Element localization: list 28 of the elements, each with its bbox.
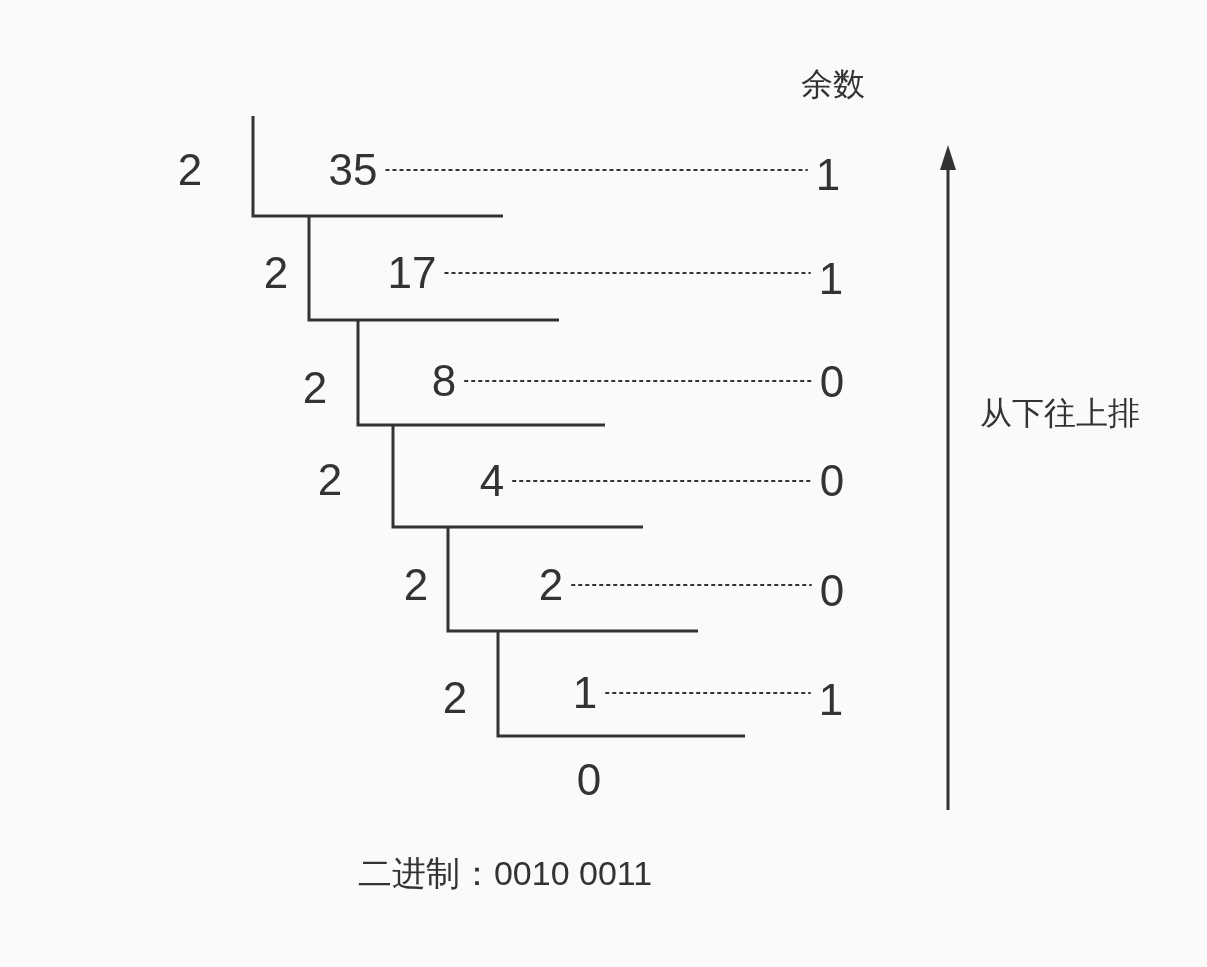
dividend-number: 1 — [572, 671, 598, 715]
caption: 二进制：0010 0011 — [357, 856, 653, 890]
remainder-digit: 0 — [819, 360, 845, 404]
remainder-digit: 0 — [819, 569, 845, 613]
leader-line — [463, 380, 813, 382]
dividend-number: 17 — [387, 251, 437, 295]
leader-line — [384, 169, 809, 171]
dividend-number: 2 — [538, 563, 564, 607]
remainder-digit: 1 — [815, 153, 841, 197]
divisor-digit: 2 — [177, 148, 203, 192]
leader-line — [570, 584, 813, 586]
column-heading: 余数 — [801, 68, 865, 100]
leader-line — [443, 272, 812, 274]
leader-line — [511, 480, 813, 482]
leader-line — [604, 692, 812, 694]
divisor-digit: 2 — [317, 458, 343, 502]
remainder-digit: 0 — [819, 459, 845, 503]
divisor-digit: 2 — [302, 366, 328, 410]
divisor-digit: 2 — [263, 251, 289, 295]
dividend-number: 8 — [431, 359, 457, 403]
remainder-digit: 1 — [818, 678, 844, 722]
arrow-label: 从下往上排 — [980, 397, 1140, 429]
dividend-number: 4 — [479, 459, 505, 503]
dividend-number: 35 — [328, 148, 378, 192]
quotient-digit: 0 — [576, 758, 602, 802]
divisor-digit: 2 — [403, 563, 429, 607]
divisor-digit: 2 — [442, 676, 468, 720]
remainder-digit: 1 — [818, 257, 844, 301]
